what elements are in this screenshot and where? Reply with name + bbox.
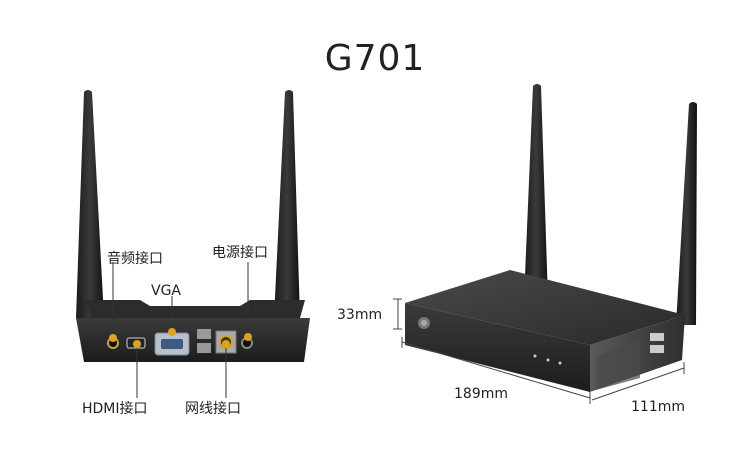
audio-port-label: 音频接口: [107, 251, 163, 267]
power-port-label: 电源接口: [212, 245, 268, 261]
height-dimension: 33mm: [337, 307, 383, 323]
lan-port-label: 网线接口: [185, 401, 241, 417]
front-view-device: [393, 84, 697, 404]
length-dimension: 189mm: [454, 386, 508, 402]
usb-port-1: [197, 329, 211, 339]
side-usb-1: [650, 333, 664, 341]
width-dimension: 111mm: [631, 399, 685, 415]
vga-port-label: VGA: [151, 283, 182, 299]
front-antenna: [676, 102, 697, 325]
product-title: G701: [324, 38, 426, 79]
side-usb-2: [650, 345, 664, 353]
back-antenna: [524, 84, 548, 300]
hdmi-port-label: HDMI接口: [82, 401, 148, 417]
rear-view-device: [76, 90, 310, 398]
usb-port-2: [197, 343, 211, 353]
left-antenna: [76, 90, 104, 318]
right-antenna: [274, 90, 300, 318]
